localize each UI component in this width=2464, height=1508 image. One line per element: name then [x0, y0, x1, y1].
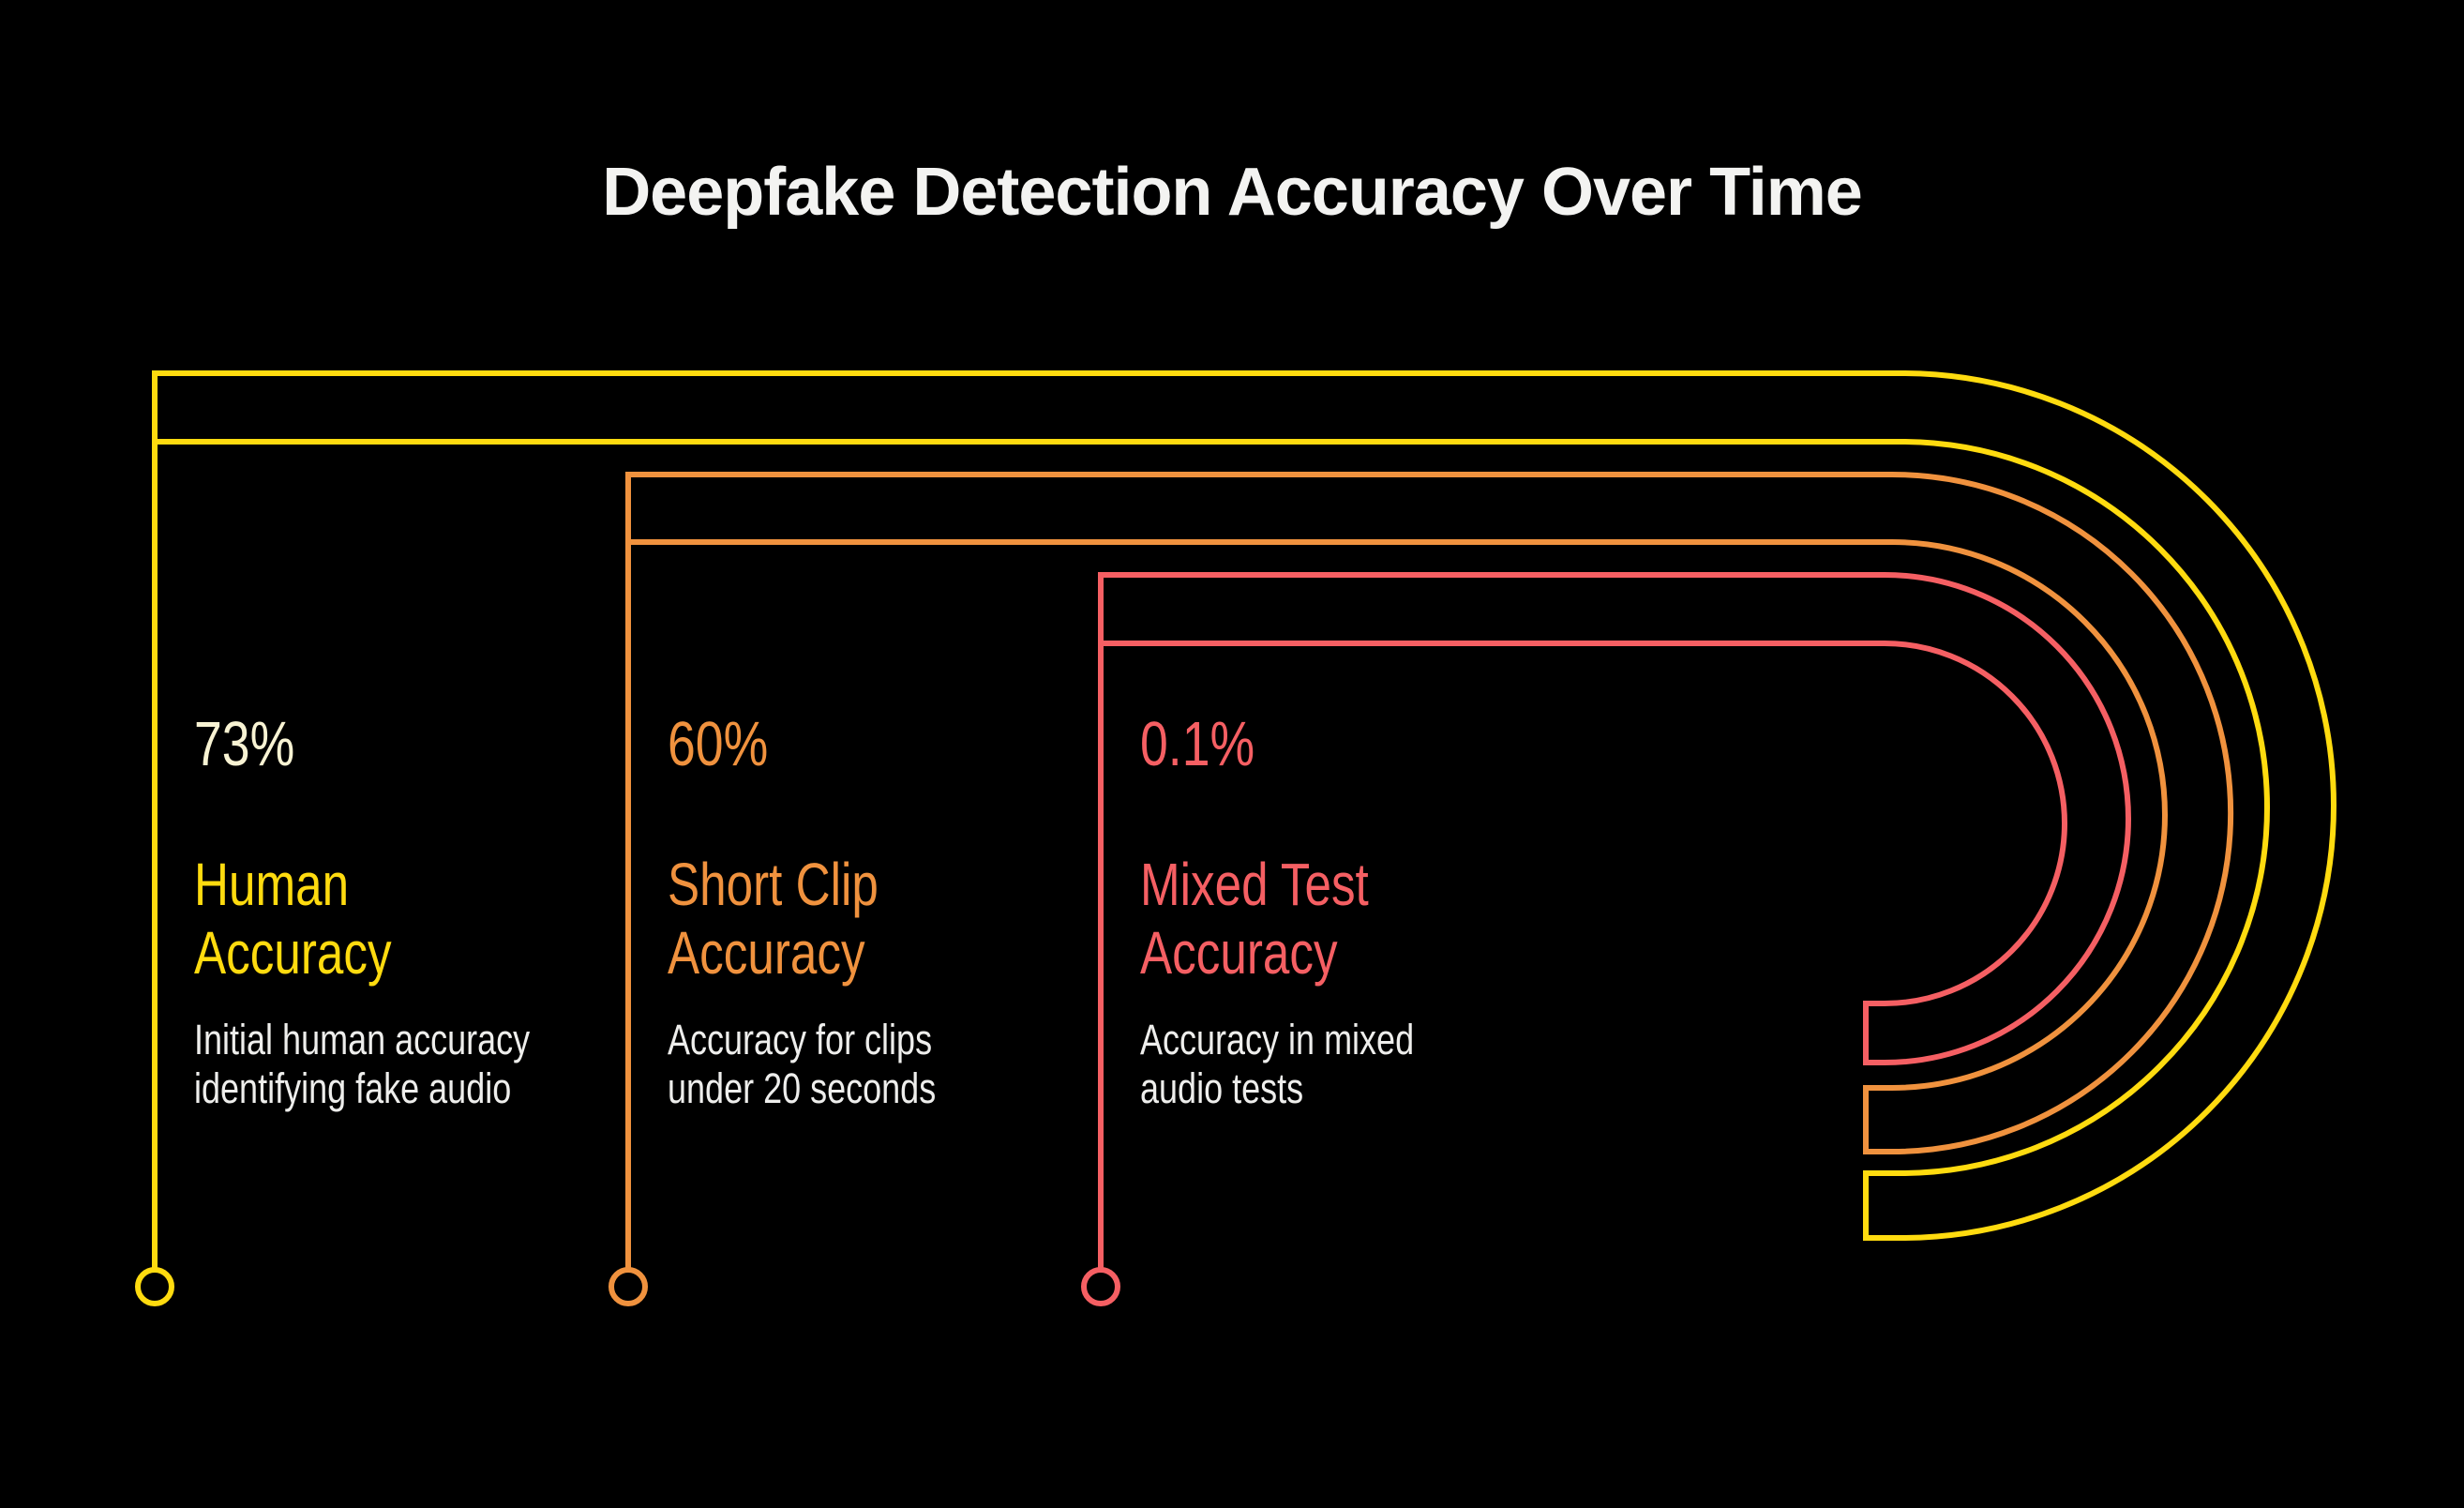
item-description: Accuracy for clips under 20 seconds [668, 1016, 937, 1112]
data-item-short-clip-accuracy: 60% Short Clip Accuracy Accuracy for cli… [668, 713, 1013, 1113]
data-item-mixed-test-accuracy: 0.1% Mixed Test Accuracy Accuracy in mix… [1140, 713, 1485, 1113]
anchor-dot-short-clip-accuracy [608, 1267, 648, 1306]
item-title-line2: Accuracy [194, 919, 392, 987]
item-title-line2: Accuracy [1140, 919, 1338, 987]
anchor-dot-mixed-test-accuracy [1081, 1267, 1120, 1306]
item-description: Initial human accuracy identifying fake … [194, 1016, 531, 1112]
item-title: Human Accuracy [194, 851, 539, 988]
item-title-line1: Short Clip [668, 851, 879, 918]
item-description: Accuracy in mixed audio tests [1140, 1016, 1415, 1112]
item-title: Short Clip Accuracy [668, 851, 1013, 988]
item-title-line2: Accuracy [668, 919, 865, 987]
band-short-clip-accuracy [625, 472, 2233, 1270]
percent-value: 0.1% [1140, 709, 1255, 779]
band-mixed-test-accuracy [1098, 572, 2131, 1270]
item-title: Mixed Test Accuracy [1140, 851, 1485, 988]
item-title-line1: Mixed Test [1140, 851, 1369, 918]
item-title-line1: Human [194, 851, 350, 918]
percent-value: 60% [668, 709, 769, 779]
page-title: Deepfake Detection Accuracy Over Time [602, 155, 1863, 230]
band-human-accuracy [152, 370, 2336, 1270]
percent-value: 73% [194, 709, 295, 779]
data-item-human-accuracy: 73% Human Accuracy Initial human accurac… [194, 713, 539, 1113]
anchor-dot-human-accuracy [135, 1267, 174, 1306]
